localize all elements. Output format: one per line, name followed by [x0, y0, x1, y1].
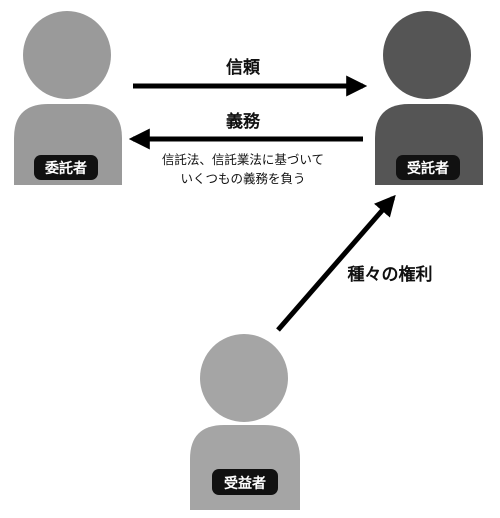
- duty-arrow-label: 義務: [226, 111, 261, 132]
- beneficiary-figure: 受益者: [190, 334, 300, 510]
- beneficiary-badge: [212, 469, 278, 495]
- trustee-figure: 受託者: [375, 11, 483, 185]
- rights-arrow: [276, 194, 396, 332]
- settlor-label: 委託者: [44, 160, 87, 177]
- rights-arrow-label: 種々の権利: [348, 264, 433, 285]
- beneficiary-label: 受益者: [224, 475, 266, 492]
- duty-note-line2: いくつもの義務を負う: [180, 171, 305, 186]
- trustee-head-icon: [383, 11, 471, 99]
- trustee-label: 受託者: [407, 160, 449, 177]
- duty-note-line1: 信託法、信託業法に基づいて: [162, 152, 324, 167]
- settlor-figure: 委託者: [14, 11, 122, 185]
- settlor-head-icon: [23, 11, 111, 99]
- trust-arrow-label: 信頼: [226, 57, 261, 78]
- beneficiary-body-icon: [190, 425, 300, 510]
- trustee-badge: [396, 155, 460, 180]
- beneficiary-head-icon: [200, 334, 288, 422]
- settlor-badge: [34, 155, 98, 180]
